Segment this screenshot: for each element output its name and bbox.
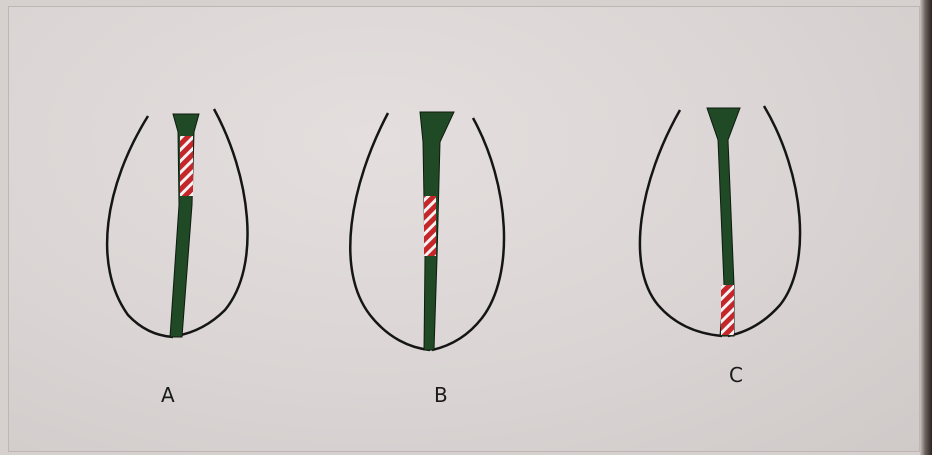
figure-b-left-arc (350, 113, 430, 350)
figure-c-left-arc (640, 110, 722, 336)
figure-a: A (107, 109, 247, 407)
figure-a-label: A (161, 383, 176, 407)
figure-b-striped-segment (424, 196, 436, 256)
figure-a-left-arc (107, 116, 173, 337)
figure-b-right-arc (432, 118, 504, 350)
figure-b: B (350, 112, 504, 407)
figure-c-striped-segment (721, 285, 734, 335)
figure-a-striped-segment (180, 136, 193, 196)
figure-c-label: C (729, 363, 744, 387)
figure-c-right-arc (728, 106, 800, 336)
figure-c: C (640, 106, 800, 387)
figure-b-label: B (434, 383, 449, 407)
